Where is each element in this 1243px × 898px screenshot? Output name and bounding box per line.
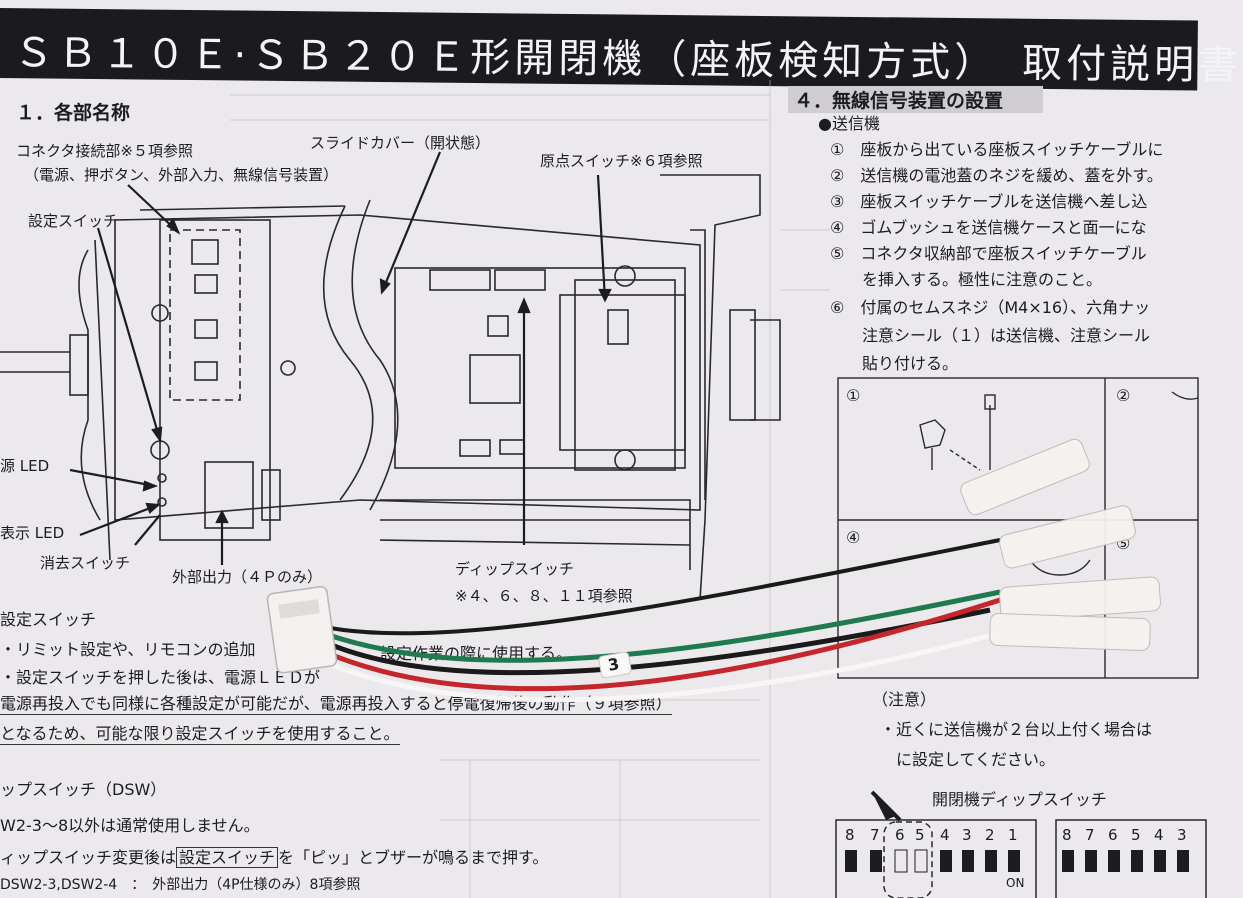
- notes-line1: ・近くに送信機が２台以上付く場合は: [880, 720, 1153, 739]
- dip-num-1: 1: [1008, 826, 1018, 844]
- dip-line2-pre: ィップスイッチ変更後は: [0, 848, 177, 867]
- figure-number-4: ④: [846, 528, 861, 547]
- setting-line1: ・リミット設定や、リモコンの追加: [0, 640, 256, 659]
- dip2-num-8: 8: [1062, 826, 1072, 844]
- dip-section-heading: ップスイッチ（DSW）: [0, 780, 167, 799]
- instruction-sheet-photo: ＳＢ１０Ｅ·ＳＢ２０Ｅ形開閉機（座板検知方式） 取付説明書 １．各部名称: [0, 8, 1242, 898]
- step-4: ④ ゴムブッシュを送信機ケースと面一にな: [830, 218, 1147, 237]
- dip-num-2: 2: [985, 826, 995, 844]
- dip-switch-ref-label: ※４、６、８、１１項参照: [455, 587, 633, 605]
- dip-figure-title: 開閉機ディップスイッチ: [932, 790, 1107, 809]
- dip-line2: ィップスイッチ変更後は設定スイッチを「ピッ」とブザーが鳴るまで押す。: [0, 844, 548, 868]
- dip2-num-6: 6: [1108, 826, 1118, 844]
- section1-heading: １．各部名称: [16, 102, 131, 124]
- dip-num-6: 6: [895, 826, 905, 844]
- step-6: ⑥ 付属のセムスネジ（M4×16）、六角ナッ: [830, 298, 1151, 317]
- notes-heading: （注意）: [872, 690, 937, 709]
- dip-line3: DSW2-3,DSW2-4 ： 外部出力（4P仕様のみ）8項参照: [0, 877, 361, 893]
- dip-on-label: ON: [1006, 876, 1025, 890]
- erase-switch-label: 消去スイッチ: [40, 554, 131, 572]
- dip-num-7: 7: [870, 826, 880, 844]
- device-diagram: [0, 151, 781, 601]
- dip-num-3: 3: [962, 826, 972, 844]
- dip-switch-label: ディップスイッチ: [455, 560, 574, 578]
- notes-line2: に設定してください。: [896, 750, 1056, 769]
- origin-switch-label: 原点スイッチ※６項参照: [540, 152, 703, 170]
- figure-number-1: ①: [846, 386, 861, 405]
- step-5-cont: を挿入する。極性に注意のこと。: [830, 270, 1103, 289]
- step-6-cont2: 貼り付ける。: [830, 354, 959, 373]
- dip-line2-post: を「ピッ」とブザーが鳴るまで押す。: [278, 848, 549, 867]
- step-1: ① 座板から出ている座板スイッチケーブルに: [830, 140, 1164, 159]
- step-5: ⑤ コネクタ収納部で座板スイッチケーブル: [830, 244, 1147, 263]
- dip2-num-3: 3: [1177, 826, 1187, 844]
- dip-line1: W2-3～8以外は通常使用しません。: [0, 816, 260, 835]
- dip2-num-7: 7: [1085, 826, 1095, 844]
- dip2-num-5: 5: [1131, 826, 1141, 844]
- step-2: ② 送信機の電池蓋のネジを緩め、蓋を外す。: [830, 166, 1163, 185]
- dip-switch-figure: [835, 790, 1207, 898]
- slide-cover-label: スライドカバー（開状態）: [310, 134, 491, 152]
- dip2-num-4: 4: [1154, 826, 1164, 844]
- setting-line4: となるため、可能な限り設定スイッチを使用すること。: [0, 720, 400, 745]
- dip-num-5: 5: [915, 826, 925, 844]
- setting-switch-label: 設定スイッチ: [28, 212, 119, 230]
- setting-line2: ・設定スイッチを押した後は、電源ＬＥＤが: [0, 668, 321, 687]
- figure-number-2: ②: [1116, 386, 1131, 405]
- connector-label: コネクタ接続部※５項参照: [16, 142, 193, 160]
- display-led-label: 表示 LED: [0, 524, 65, 542]
- connector-sub-label: （電源、押ボタン、外部入力、無線信号装置）: [24, 166, 339, 184]
- section4-heading: ４．無線信号装置の設置: [788, 86, 1044, 113]
- transmitter-heading: ●送信機: [818, 114, 880, 133]
- dip-num-4: 4: [940, 826, 950, 844]
- step-6-cont: 注意シール（１）は送信機、注意シール: [830, 326, 1151, 345]
- step-3: ③ 座板スイッチケーブルを送信機へ差し込: [830, 192, 1148, 211]
- power-led-label: 源 LED: [0, 457, 50, 475]
- dip-line2-box: 設定スイッチ: [176, 847, 279, 868]
- dip-num-8: 8: [845, 826, 855, 844]
- setting-section-heading: 設定スイッチ: [0, 610, 97, 629]
- external-output-label: 外部出力（４Ｐのみ）: [172, 568, 323, 586]
- cable-harness: [266, 438, 1161, 703]
